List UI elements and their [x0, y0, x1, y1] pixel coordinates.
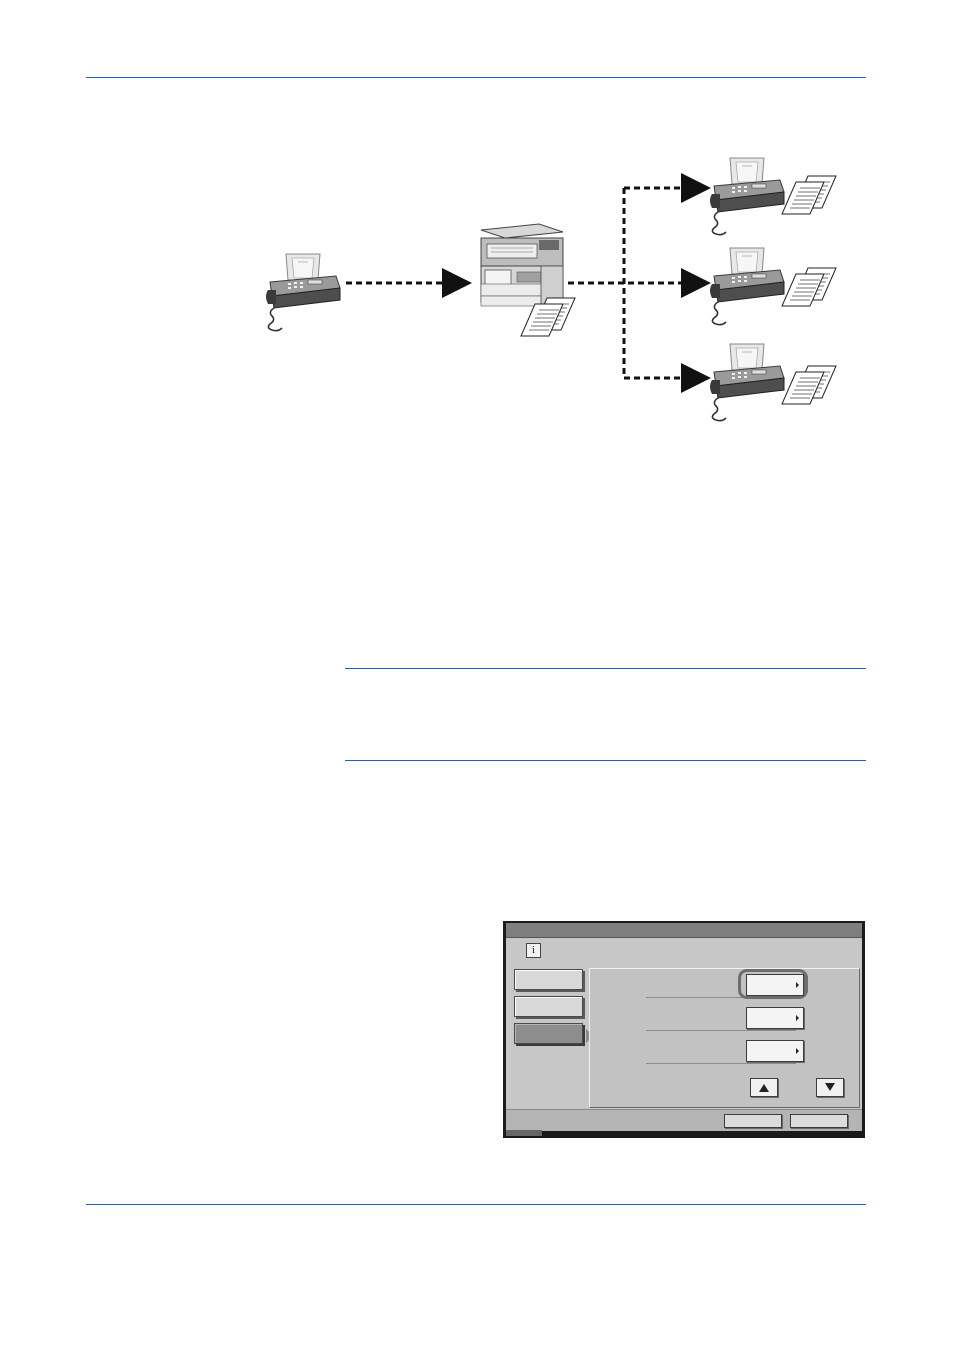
receiver-fax-icon-3: [709, 343, 785, 422]
side-tab-button-2[interactable]: [514, 996, 583, 1017]
side-tab-button-1[interactable]: [514, 969, 583, 990]
panel-screen: i: [506, 923, 862, 1131]
received-document-icon-1: [781, 175, 837, 215]
up-arrow-icon: [759, 1084, 769, 1092]
side-tab-button-3[interactable]: [514, 1023, 583, 1044]
note-bottom-rule: [345, 760, 866, 761]
panel-footer-bar: [506, 1109, 862, 1131]
scroll-down-button[interactable]: [816, 1078, 844, 1097]
info-icon[interactable]: i: [526, 943, 541, 958]
touch-panel-screenshot: i: [503, 921, 865, 1138]
note-top-rule: [345, 668, 866, 669]
received-document-icon-3: [781, 365, 837, 405]
relay-broadcast-diagram: [265, 157, 837, 422]
header-rule: [86, 77, 866, 78]
sender-fax-icon: [265, 253, 341, 332]
receiver-fax-icon-2: [709, 247, 785, 326]
received-document-icon-2: [781, 267, 837, 307]
down-arrow-icon: [825, 1083, 835, 1091]
settings-divider-3: [646, 1063, 796, 1064]
setting-button-3[interactable]: [746, 1040, 804, 1062]
panel-title-bar: [506, 923, 862, 938]
receiver-fax-icon-1: [709, 157, 785, 236]
footer-rule: [86, 1204, 866, 1205]
panel-status-bar: [506, 1130, 542, 1136]
scroll-up-button[interactable]: [750, 1078, 778, 1097]
relay-printer-icon: [480, 223, 564, 307]
settings-area: [589, 968, 860, 1108]
setting-button-2[interactable]: [746, 1007, 804, 1029]
relay-arrows: [568, 173, 711, 393]
settings-divider-1: [646, 997, 796, 998]
setting-button-1[interactable]: [746, 974, 804, 996]
settings-divider-2: [646, 1030, 796, 1031]
footer-button-1[interactable]: [724, 1114, 782, 1128]
footer-button-2[interactable]: [790, 1114, 848, 1128]
highlight-ring: [738, 969, 808, 999]
